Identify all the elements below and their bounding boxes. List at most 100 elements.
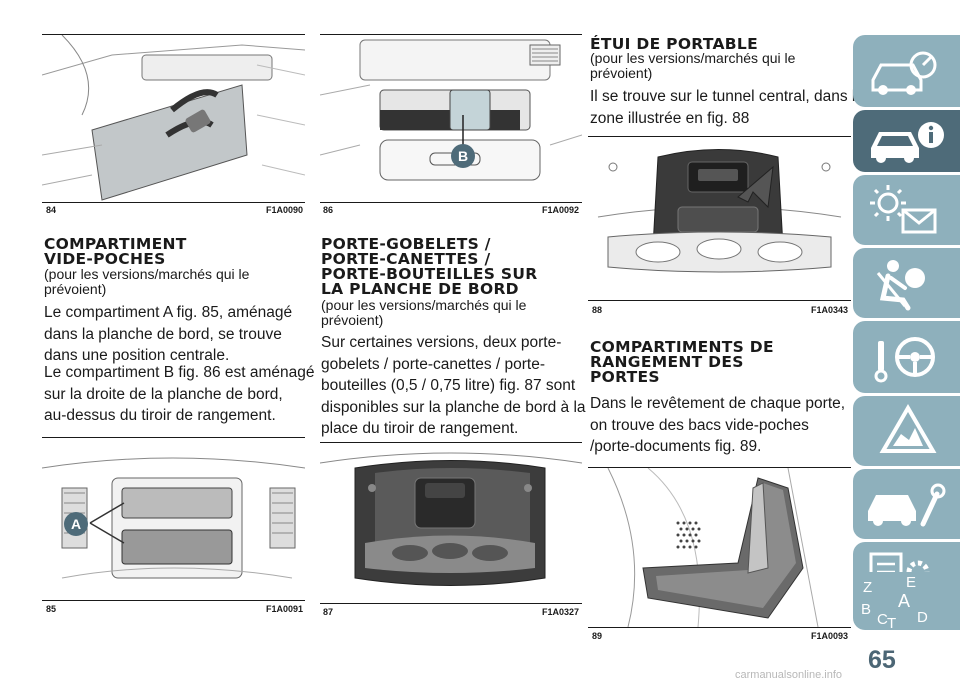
figure-85-image: A — [42, 438, 305, 600]
figure-number: 84 — [46, 205, 57, 215]
heading-line: PORTE-GOBELETS / — [321, 235, 491, 253]
text-line: dans une position centrale. — [44, 347, 230, 364]
svg-text:D: D — [917, 609, 928, 626]
figure-code: F1A0093 — [810, 631, 848, 641]
heading-porte-gobelets: PORTE-GOBELETS / PORTE-CANETTES / PORTE-… — [321, 235, 583, 298]
figure-84-caption-rule — [42, 202, 305, 203]
tab-steering-key[interactable] — [853, 321, 960, 393]
text-line: sur la droite de la planche de bord, — [44, 385, 283, 403]
figure-number: 86 — [323, 205, 334, 215]
figure-87-caption: 87 F1A0327 — [323, 607, 579, 619]
text-line: bouteilles (0,5 / 0,75 litre) fig. 87 so… — [321, 377, 576, 394]
text-line: Le compartiment B fig. 86 est aménagé — [44, 364, 315, 381]
figure-86-caption: 86 F1A0092 — [323, 205, 579, 217]
figure-number: 87 — [323, 607, 334, 617]
figure-85-caption-rule — [42, 600, 305, 601]
figure-86-caption-rule — [320, 202, 582, 203]
top-rule-fig88 — [588, 136, 851, 137]
heading-compartiment-vide-poches: COMPARTIMENT VIDE-POCHES — [44, 236, 306, 268]
figure-89-caption: 89 F1A0093 — [592, 631, 848, 643]
figure-89-image — [588, 468, 851, 627]
watermark: carmanualsonline.info — [735, 669, 843, 681]
text-line: au-dessus du tiroir de rangement. — [44, 407, 276, 424]
figure-code: F1A0343 — [810, 305, 848, 315]
car-wrench-icon — [868, 483, 946, 527]
svg-text:Z: Z — [863, 579, 872, 596]
figure-number: 89 — [592, 631, 603, 641]
text-line: dans la planche de bord, se trouve — [44, 325, 282, 343]
figure-85-caption: 85 F1A0091 — [46, 604, 303, 616]
text-line: gobelets / porte-canettes / porte- — [321, 355, 546, 373]
steering-key-icon — [874, 337, 935, 383]
heading-line: VIDE-POCHES — [44, 250, 166, 268]
alphabet-index-icon: Z E A B C T D — [861, 574, 928, 630]
tab-emergency-triangle[interactable] — [853, 396, 960, 466]
figure-number: 85 — [46, 604, 57, 614]
heading-line: PORTES — [590, 368, 660, 386]
svg-text:E: E — [906, 574, 916, 591]
text-line: on trouve des bacs vide-poches — [590, 416, 809, 434]
figure-86-image: B — [320, 35, 582, 202]
figure-code: F1A0092 — [541, 205, 579, 215]
paragraph-compartment-a: Le compartiment A fig. 85, aménagé dans … — [44, 302, 307, 367]
section-subtitle: (pour les versions/marchés qui le prévoi… — [590, 50, 796, 81]
top-rule-fig87 — [320, 442, 582, 443]
tab-car-info[interactable] — [853, 110, 960, 172]
paragraph-compartment-b: Le compartiment B fig. 86 est aménagé su… — [44, 362, 315, 427]
tab-alphabet-index[interactable]: Z E A B C T D — [853, 572, 960, 630]
heading-compartiments-de-rangement: COMPARTIMENTS DE RANGEMENT DES PORTES — [590, 338, 852, 386]
car-dashboard-icon — [871, 51, 937, 95]
heading-line: PORTE-BOUTEILLES SUR — [321, 265, 538, 283]
heading-line: COMPARTIMENTS DE — [590, 338, 774, 356]
text-line: /porte-documents fig. 89. — [590, 438, 762, 455]
tab-airbag-seat[interactable] — [853, 248, 960, 318]
top-rule-fig89 — [588, 467, 851, 468]
text-line: Sur certaines versions, deux porte- — [321, 334, 562, 351]
tab-car-wrench[interactable] — [853, 469, 960, 539]
text-line: Le compartiment A fig. 85, aménagé — [44, 304, 293, 321]
svg-text:A: A — [898, 591, 910, 611]
emergency-triangle-icon — [879, 404, 937, 453]
airbag-seat-icon — [876, 260, 925, 311]
text-line: disponibles sur la planche de bord à la — [321, 398, 586, 416]
text-line: Dans le revêtement de chaque porte, — [590, 395, 846, 412]
figure-88-image — [588, 137, 851, 300]
figure-code: F1A0327 — [541, 607, 579, 617]
figure-86-marker: B — [458, 148, 468, 164]
figure-85-marker: A — [71, 516, 81, 532]
text-line: Il se trouve sur le tunnel central, dans… — [590, 88, 864, 105]
heading-line: LA PLANCHE DE BORD — [321, 280, 519, 298]
paragraph-cup-holders: Sur certaines versions, deux porte- gobe… — [321, 332, 586, 440]
tab-warning-lights[interactable] — [853, 175, 960, 245]
heading-line: RANGEMENT DES — [590, 353, 744, 371]
page-number: 65 — [868, 646, 896, 674]
paragraph-door-compartments: Dans le revêtement de chaque porte, on t… — [590, 393, 852, 458]
heading-line: ÉTUI DE PORTABLE — [590, 35, 758, 53]
car-info-icon — [871, 122, 944, 163]
text-line: place du tiroir de rangement. — [321, 420, 519, 437]
top-rule-col1 — [42, 34, 305, 35]
figure-87-caption-rule — [320, 603, 582, 604]
figure-code: F1A0090 — [265, 205, 303, 215]
svg-text:C: C — [877, 611, 888, 628]
svg-text:B: B — [861, 601, 871, 618]
figure-84-caption: 84 F1A0090 — [46, 205, 303, 217]
heading-line: PORTE-CANETTES / — [321, 250, 491, 268]
figure-88-caption-rule — [588, 300, 851, 301]
figure-87-image — [320, 443, 582, 603]
warning-lights-icon — [870, 185, 937, 234]
figure-code: F1A0091 — [265, 604, 303, 614]
svg-text:T: T — [887, 615, 896, 630]
tab-car-dashboard[interactable] — [853, 35, 960, 107]
figure-84-image — [42, 35, 305, 202]
figure-number: 88 — [592, 305, 603, 315]
text-line: zone illustrée en fig. 88 — [590, 109, 750, 127]
top-rule-fig85 — [42, 437, 305, 438]
figure-89-caption-rule — [588, 627, 851, 628]
section-subtitle: (pour les versions/marchés qui le prévoi… — [44, 266, 250, 297]
paragraph-phone-case: Il se trouve sur le tunnel central, dans… — [590, 86, 864, 129]
top-rule-col2 — [320, 34, 582, 35]
figure-88-caption: 88 F1A0343 — [592, 305, 848, 317]
heading-etui-de-portable: ÉTUI DE PORTABLE — [590, 35, 852, 53]
section-subtitle: (pour les versions/marchés qui le prévoi… — [321, 297, 527, 328]
